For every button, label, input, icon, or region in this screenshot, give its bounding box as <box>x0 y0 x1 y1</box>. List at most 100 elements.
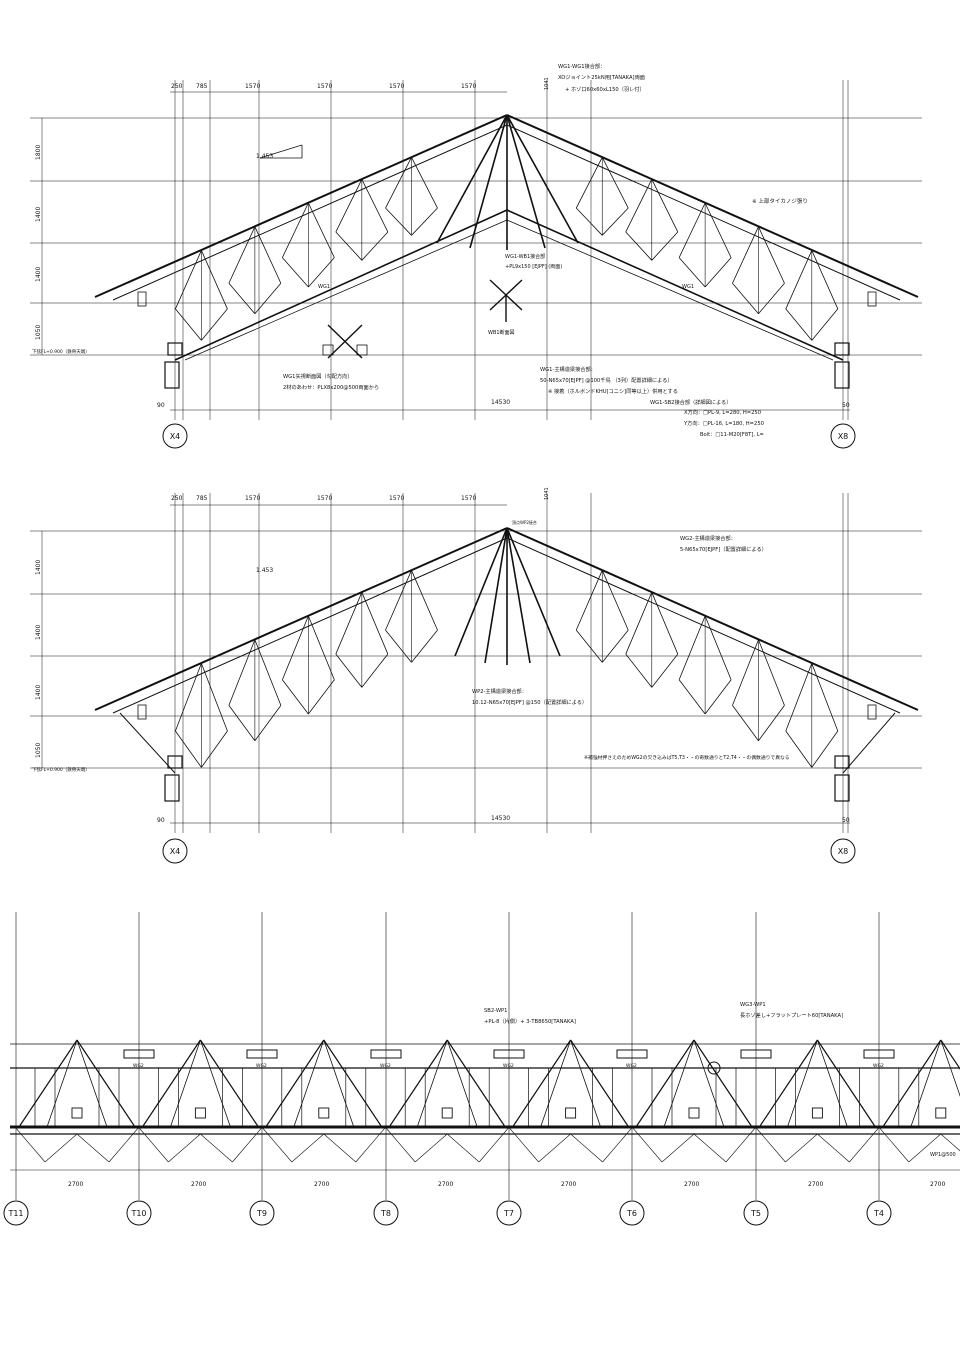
web-member <box>704 679 732 715</box>
post-plate <box>370 1049 402 1059</box>
lower-web <box>232 1126 263 1163</box>
bay-dim: 2700 <box>930 1181 945 1188</box>
web-member <box>732 283 759 314</box>
edge-dimension-right: 50 <box>842 402 850 409</box>
web-member <box>282 257 309 288</box>
web-diagonal <box>512 1039 572 1128</box>
web-member <box>651 653 679 688</box>
bottom-chord-left <box>174 209 508 361</box>
web-diagonal <box>170 1039 201 1128</box>
support-column <box>164 361 180 389</box>
wp2-connection-note: WP2-主構造梁接合部： 10.12-N65x70[EJPF] @150（配置詳… <box>472 687 587 706</box>
lower-web <box>261 1126 293 1163</box>
web-member <box>201 730 228 768</box>
web-member <box>361 231 389 261</box>
post-label: WG2 <box>626 1063 637 1069</box>
lower-web <box>693 1133 727 1163</box>
apex-vertical-dim: 1041 <box>544 487 550 500</box>
truss-plan-strip: 2700 2700 2700 2700 2700 2700 2700 2700 … <box>3 912 960 1226</box>
grid-label-t8: T8 <box>380 1209 391 1218</box>
apex-connection-note: WG1-WG1接合部： XOジョイント25kN用[TANAKA]両面 + ホゾ口… <box>558 62 645 93</box>
bay-dim: 2700 <box>808 1181 823 1188</box>
web-member <box>254 283 282 314</box>
grid-label-t5: T5 <box>750 1209 761 1218</box>
web-member <box>575 157 603 209</box>
web-diagonal <box>816 1039 876 1128</box>
note-title: WG1-SB2接合部（詳細図による） <box>650 398 731 406</box>
grid-bubble-x8: X8 <box>830 423 856 449</box>
height-dimension-labels: 1400 1400 1400 1050 <box>35 560 42 758</box>
web-member <box>678 615 706 680</box>
post-plate <box>740 1049 772 1059</box>
web-member <box>385 570 412 631</box>
web-member <box>575 207 603 236</box>
dim-label: 250 <box>171 495 183 502</box>
web-diagonal <box>416 1039 448 1128</box>
web-member <box>228 226 256 284</box>
lower-web <box>631 1126 663 1163</box>
lower-web <box>725 1126 757 1163</box>
web-member <box>704 257 732 288</box>
web-member <box>732 639 759 706</box>
note-line: ※ 接着（ホルボンドKHU[コニシ]同等以上）併用とする <box>548 387 678 395</box>
lower-web <box>168 1133 201 1163</box>
web-member <box>601 629 629 663</box>
connector <box>688 1107 700 1119</box>
section-markers <box>259 144 523 359</box>
web-member <box>201 250 228 310</box>
bottom-chord-inner-left <box>184 219 508 361</box>
web-diagonal <box>663 1039 695 1128</box>
bay-dim: 2700 <box>68 1181 83 1188</box>
lower-web <box>785 1133 818 1163</box>
note-line: +PL9x150 [EJPF] (両面) <box>505 264 562 270</box>
slope-value: 1.453 <box>256 567 273 574</box>
web-diagonal <box>940 1039 960 1097</box>
dim-label: 1570 <box>461 495 476 502</box>
grid-label-t9: T9 <box>256 1209 267 1218</box>
lower-web <box>14 1126 46 1163</box>
web-diagonal <box>199 1039 259 1128</box>
post-label: WG2 <box>380 1063 391 1069</box>
post-plate <box>246 1049 278 1059</box>
web-member <box>281 615 309 680</box>
height-label: 1050 <box>35 743 42 758</box>
grid-bubble-x4: X4 <box>162 423 188 449</box>
detail-callout <box>707 1061 721 1075</box>
reference-grid <box>30 493 922 833</box>
connector <box>811 1107 823 1119</box>
section-title: WB1断面図 <box>488 329 515 336</box>
web-member <box>601 570 629 631</box>
apex-strut <box>484 527 508 664</box>
grid-label-x4: X4 <box>170 847 181 856</box>
web-member <box>228 283 256 314</box>
web-diagonal <box>570 1039 630 1128</box>
web-diagonal <box>323 1039 355 1128</box>
hanger-right <box>842 712 896 774</box>
post-plate <box>616 1049 648 1059</box>
note-line: XOジョイント25kN用[TANAKA]両面 <box>558 74 645 81</box>
lower-web <box>76 1133 110 1163</box>
bearing-plate <box>834 342 850 356</box>
web-diagonal <box>882 1039 942 1128</box>
web-member <box>575 629 603 663</box>
web-member <box>732 705 759 741</box>
top-chord-left <box>94 527 508 711</box>
web-member <box>282 679 309 715</box>
dim-label: 1570 <box>245 83 260 90</box>
note-line: +PL-8（片側）+ 3-TB8650[TANAKA] <box>484 1017 576 1025</box>
connector <box>71 1107 83 1119</box>
web-member <box>411 207 438 236</box>
eave-bracket <box>867 291 877 307</box>
web-member <box>678 679 706 715</box>
support-column <box>834 361 850 389</box>
grid-label-t4: T4 <box>873 1209 884 1218</box>
apex-strut <box>506 114 546 249</box>
post-label: WG2 <box>873 1063 884 1069</box>
web-member <box>308 679 335 715</box>
eave-bracket <box>137 291 147 307</box>
grid-bubbles: T11 T10 T9 T8 T7 T6 T5 T4 <box>3 1200 892 1226</box>
bottom-chord-inner-right <box>506 219 834 361</box>
grid-bubble-x4: X4 <box>162 838 188 864</box>
sb2-connection-note: WG1-SB2接合部（詳細図による） X方向：□PL-9, L=280, H=2… <box>650 398 764 438</box>
web-member <box>385 629 412 663</box>
